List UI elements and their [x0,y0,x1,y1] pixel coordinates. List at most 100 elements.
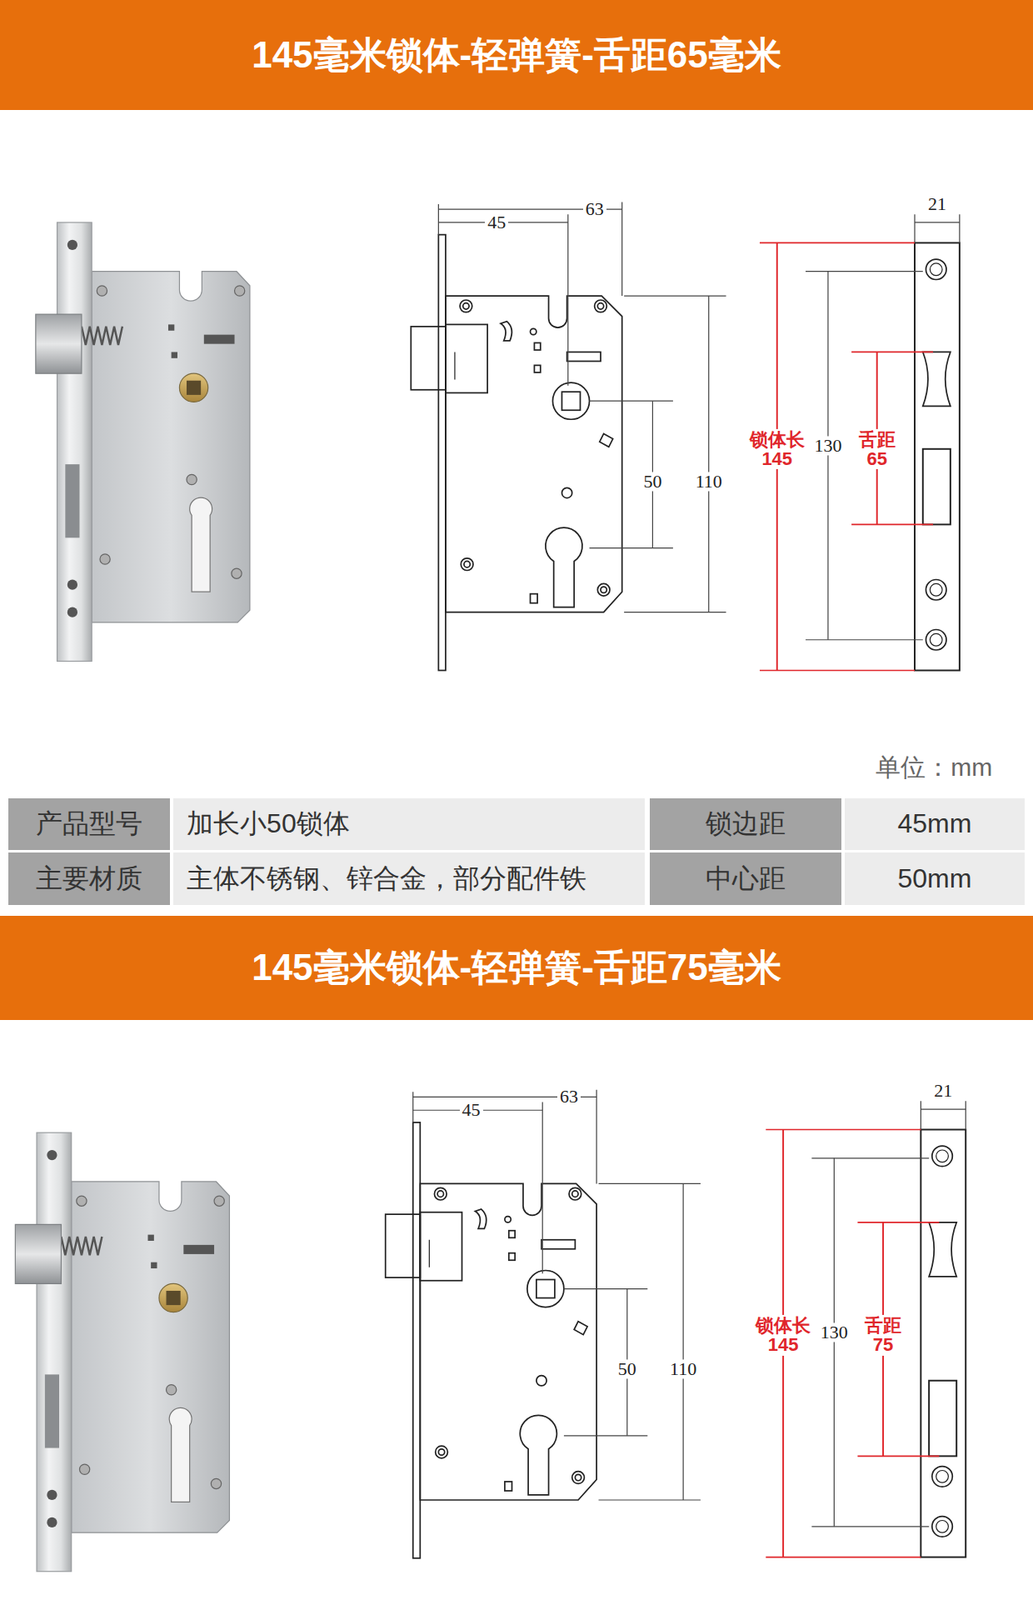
extension-line [805,638,924,640]
lock-body-photo [71,1181,230,1533]
small-hole [533,342,540,350]
faceplate-hole [932,1145,953,1166]
dimension-value: 130 [811,435,844,455]
spindle-square [186,380,201,395]
deadbolt-slot [64,464,80,538]
latch-opening [928,1222,957,1277]
extension-line [621,201,623,296]
table-cell: 加长小50锁体 [173,798,645,849]
faceplate-hole [932,1466,953,1487]
faceplate-hole [67,239,78,250]
small-feature [599,433,614,447]
latch-line [454,351,455,380]
dimension-value: 110 [667,1358,699,1378]
screw-outline [434,1187,447,1200]
small-hole [530,328,537,335]
screw-outline [597,583,610,596]
lock-body-photo [91,271,250,623]
spindle-hub [159,1282,188,1312]
extension-line [759,242,915,245]
extension-line [851,351,934,354]
small-hole [147,1234,154,1241]
screw-outline [594,299,608,313]
cylinder-hole-outline [545,527,583,607]
screw [166,1384,177,1395]
slot [204,334,235,345]
dimension-line [708,295,709,613]
faceplate-outline [413,1122,421,1558]
cylinder-hole-outline [519,1414,557,1494]
faceplate-hole [67,607,78,618]
dimension-value: 21 [925,194,949,214]
length-label: 锁体长 145 [752,1314,815,1355]
latch-opening [923,351,951,406]
faceplate-outline [438,234,446,671]
extension-line [563,1434,648,1436]
dimension-line [914,221,960,223]
small-hole [504,1216,511,1223]
faceplate-front [920,1129,966,1557]
faceplate-hole [67,579,78,590]
dimension-line [920,1107,966,1109]
faceplate-photo [36,1132,72,1572]
screw [96,285,107,296]
extension-line [958,214,960,243]
dimension-value: 50 [640,471,664,491]
faceplate-hole [925,579,946,600]
faceplate-hole [46,1517,57,1528]
dimension-value: 45 [459,1099,484,1119]
extension-line [598,1182,701,1184]
dimension-value: 63 [583,199,607,219]
screw [234,285,245,296]
spindle-square [561,391,580,410]
screw-outline [572,1471,585,1484]
faceplate-hole-inner [936,1149,949,1163]
dimension-value: 50 [615,1358,639,1378]
lock-photo [35,222,250,662]
screw [76,1195,87,1206]
cylinder-hole [189,497,213,592]
latch-bolt-photo [14,1223,61,1283]
extension-line [542,1101,544,1273]
spindle-circle [527,1269,564,1307]
latch-bolt-photo [35,314,82,374]
faceplate-hole [925,629,946,650]
small-feature [474,1208,486,1228]
screw-outline [536,1375,547,1386]
table-cell: 主要材质 [8,852,171,904]
screw-inner [437,1190,444,1197]
screw-outline [561,487,572,498]
small-hole [533,364,540,373]
lock-photo [14,1132,230,1572]
small-hole [504,1481,513,1491]
small-hole [509,1230,515,1238]
small-hole [509,1252,515,1261]
screw-inner [463,303,470,310]
screw-outline [435,1445,449,1458]
table-cell: 45mm [844,798,1026,849]
extension-line [765,1556,921,1558]
screw [79,1463,90,1474]
extension-line [811,1157,929,1158]
small-hole [171,351,178,358]
table-cell: 锁边距 [649,798,842,849]
dimension-value: 110 [693,471,725,491]
screw-inner [597,303,604,310]
small-hole [168,324,175,330]
table-cell: 产品型号 [8,798,171,849]
screw-outline [568,1187,582,1200]
extension-line [589,400,674,402]
title-band: 145毫米锁体-轻弹簧-舌距75毫米 [0,915,1033,1020]
faceplate-hole [925,259,946,280]
spindle-circle [552,382,589,420]
faceplate-hole-inner [929,583,943,596]
extension-line [805,270,924,272]
extension-line [589,547,674,549]
latch-housing [445,324,488,393]
extension-line [563,1287,648,1289]
extension-line [623,294,726,296]
extension-line [851,523,934,526]
latch-line [429,1239,430,1268]
dimension-value: 45 [484,212,509,232]
